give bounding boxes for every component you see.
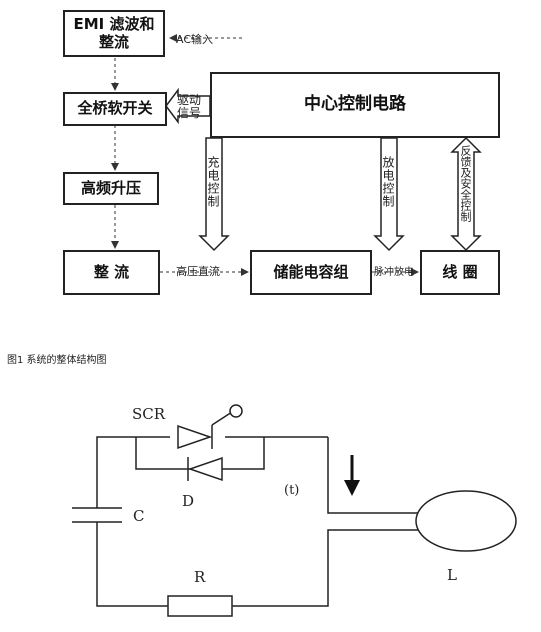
inductor-coil bbox=[415, 490, 517, 552]
feedback-safety-label: 反馈及安全控制 bbox=[459, 145, 472, 222]
wire-diode-branch bbox=[135, 437, 265, 470]
central-control-block: 中心控制电路 bbox=[210, 72, 500, 138]
discharge-control-arrow bbox=[373, 137, 405, 252]
figure-caption: 图1 系统的整体结构图 bbox=[7, 355, 107, 366]
full-bridge-block: 全桥软开关 bbox=[63, 92, 167, 126]
storage-cap-label: 储能电容组 bbox=[273, 262, 349, 281]
diode-label: D bbox=[182, 492, 195, 510]
drive-signal-arrow bbox=[165, 87, 211, 125]
full-bridge-label: 全桥软开关 bbox=[77, 99, 153, 118]
drive-signal-label: 驱动 信号 bbox=[177, 93, 202, 120]
hf-boost-label: 高频升压 bbox=[80, 178, 141, 197]
inductor-label: L bbox=[447, 566, 457, 584]
capacitor-label: C bbox=[133, 507, 145, 525]
coil-block: 线 圈 bbox=[420, 250, 500, 295]
rectifier-block: 整 流 bbox=[63, 250, 160, 295]
wire-bottom-left bbox=[96, 522, 168, 607]
storage-cap-block: 储能电容组 bbox=[250, 250, 372, 295]
charge-control-arrow bbox=[198, 137, 230, 252]
discharge-control-label: 放电控制 bbox=[381, 156, 395, 208]
wire-right-bottom bbox=[232, 529, 418, 607]
hv-dc-label: 高压直流 bbox=[176, 265, 220, 278]
emi-filter-block: EMI 滤波和 整流 bbox=[63, 10, 165, 57]
hf-boost-block: 高频升压 bbox=[63, 172, 159, 205]
time-arrow-head bbox=[344, 480, 360, 496]
emi-filter-label: EMI 滤波和 整流 bbox=[73, 15, 155, 51]
resistor-label: R bbox=[194, 568, 206, 586]
ac-input-label: AC输入 bbox=[176, 33, 214, 46]
rectifier-label: 整 流 bbox=[93, 262, 130, 281]
t-label: (t) bbox=[284, 483, 300, 498]
resistor-body bbox=[167, 595, 233, 617]
pulse-discharge-label: 脉冲放电 bbox=[374, 267, 414, 278]
diode-symbol bbox=[187, 456, 223, 482]
scr-label: SCR bbox=[132, 405, 166, 423]
scr-gate-terminal bbox=[229, 404, 243, 418]
central-control-label: 中心控制电路 bbox=[304, 94, 406, 115]
scr-symbol bbox=[177, 424, 213, 450]
scr-gate-lead bbox=[211, 411, 233, 426]
wire-right-top bbox=[327, 437, 418, 514]
wire-top bbox=[96, 436, 170, 508]
coil-label: 线 圈 bbox=[442, 262, 478, 281]
charge-control-label: 充电控制 bbox=[206, 156, 220, 208]
